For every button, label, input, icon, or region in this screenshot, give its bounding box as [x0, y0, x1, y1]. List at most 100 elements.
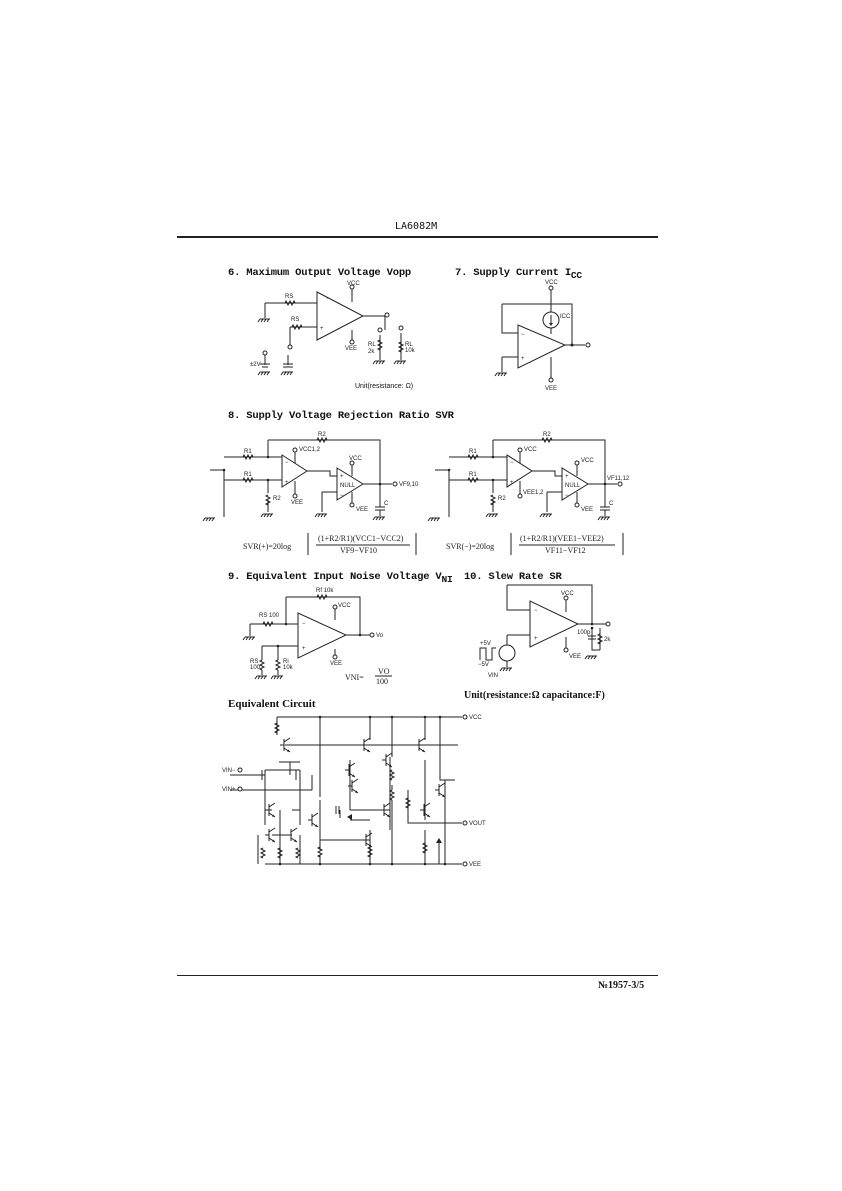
section-7-title-sub: CC — [570, 270, 582, 282]
label-vcc: VCC — [581, 458, 594, 464]
label-null: NULL — [565, 483, 581, 489]
plus-sign: + — [565, 474, 569, 480]
formula-svr-plus: SVR(+)=20log (1+R2/R1)(VCC1−VCC2) VF9−VF… — [243, 533, 417, 555]
circuit-noise: − + Rf 10k RS 100 RS 100 Ri 10k VCC VEE V… — [242, 588, 392, 686]
label-c: C — [384, 501, 389, 507]
label-capacitor: 100p — [577, 630, 591, 636]
footer-rule — [177, 975, 658, 976]
circuit-svr-minus: − + + − R2 R1 R1 R2 VCC VEE1,2 VCC VEE NULL… — [427, 432, 630, 522]
formula-denominator: 100 — [376, 677, 388, 686]
label-c: C — [609, 501, 614, 507]
formula-numerator: (1+R2/R1)(VEE1−VEE2) — [520, 534, 604, 543]
plus-sign: + — [534, 636, 538, 642]
label-vin-plus: VIN+ — [222, 787, 236, 793]
label-vcc: VCC — [349, 456, 362, 462]
label-vee: VEE — [345, 346, 357, 352]
label-r2: R2 — [498, 496, 506, 502]
label-vee: VEE — [545, 386, 557, 392]
label-r2: R2 — [543, 432, 551, 438]
label-r1: R1 — [244, 472, 252, 478]
label-vcc: VCC — [561, 591, 574, 597]
formula-denominator: VF9−VF10 — [340, 546, 377, 555]
label-rl1: RL — [368, 342, 376, 348]
part-number-header: LA6082M — [395, 221, 438, 232]
label-minus5v: −5V — [478, 662, 489, 668]
label-vee12: VEE1,2 — [523, 490, 544, 496]
plus-sign: + — [510, 480, 514, 486]
circuit-slew-rate: − + VCC VEE 100p 2k +5V −5V VIN — [478, 584, 611, 679]
section-7-title-text: 7. Supply Current I — [455, 267, 571, 279]
formula-denominator: VF11−VF12 — [545, 546, 586, 555]
label-ri: Ri — [283, 659, 289, 665]
formula-numerator: (1+R2/R1)(VCC1−VCC2) — [318, 534, 404, 543]
circuit-svr-plus: −++− R2 R1 R1 R2 VCC1,2 VEE VCC VEE NULL… — [202, 432, 419, 522]
section-10-title: 10. Slew Rate SR — [464, 571, 562, 583]
header-rule — [177, 236, 658, 238]
circuit-vopp: − + VCC VEE RS RS RL 2k RL 10k ±2V — [250, 281, 416, 376]
section-9-title-text: 9. Equivalent Input Noise Voltage V — [228, 571, 442, 583]
label-vee: VEE — [356, 507, 368, 513]
section-9-title-sub: NI — [441, 574, 453, 586]
label-vout: VOUT — [469, 821, 486, 827]
label-rl2: RL — [405, 342, 413, 348]
label-rs2: RS — [250, 659, 258, 665]
label-rs2-value: 100 — [250, 665, 261, 671]
plus-sign: + — [521, 356, 525, 362]
minus-sign: − — [510, 460, 514, 466]
label-vcc: VCC — [524, 447, 537, 453]
label-rl2-value: 10k — [405, 348, 416, 354]
formula-lhs: SVR(+)=20log — [243, 542, 291, 551]
label-r1: R1 — [469, 472, 477, 478]
label-vee: VEE — [469, 862, 481, 868]
plus-sign: + — [320, 326, 324, 332]
label-rl1-value: 2k — [368, 349, 375, 355]
plus-sign: + — [302, 646, 306, 652]
label-r1: R1 — [244, 449, 252, 455]
minus-sign: − — [302, 621, 306, 627]
label-vee: VEE — [291, 500, 303, 506]
formula-svr-minus: SVR(−)=20log (1+R2/R1)(VEE1−VEE2) VF11−V… — [446, 533, 624, 555]
section-7-title: 7. Supply Current ICC — [455, 267, 582, 281]
minus-sign: − — [534, 608, 538, 614]
label-plus5v: +5V — [480, 641, 491, 647]
label-vee: VEE — [330, 661, 342, 667]
label-rs1: RS — [285, 294, 293, 300]
minus-sign: − — [285, 460, 289, 466]
label-icc: ICC — [560, 314, 571, 320]
label-r2: R2 — [318, 432, 326, 438]
circuit-icc: −+ VCC VEE ICC — [494, 280, 591, 392]
formula-numerator: VO — [378, 667, 390, 676]
minus-sign: − — [326, 296, 330, 302]
section-6-title: 6. Maximum Output Voltage Vopp — [228, 267, 412, 279]
section-9-title: 9. Equivalent Input Noise Voltage VNI — [228, 571, 453, 585]
label-resistor: 2k — [604, 637, 611, 643]
label-vcc: VCC — [347, 281, 360, 287]
label-vo: Vo — [376, 633, 384, 639]
label-output: VF9,10 — [399, 482, 419, 488]
plus-sign: + — [340, 474, 344, 480]
label-vin: VIN — [488, 673, 498, 679]
minus-sign: − — [565, 493, 569, 499]
plus-sign: + — [285, 480, 289, 486]
label-rf: Rf 10k — [316, 588, 334, 594]
label-r2: R2 — [273, 496, 281, 502]
label-rs2: RS — [291, 317, 299, 323]
label-null: NULL — [340, 483, 356, 489]
label-vcc12: VCC1,2 — [299, 447, 321, 453]
label-ri-value: 10k — [283, 665, 294, 671]
label-rs: RS 100 — [259, 613, 280, 619]
label-vcc: VCC — [469, 715, 482, 721]
section-10-unit: Unit(resistance:Ω capacitance:F) — [464, 690, 605, 701]
document-number: №1957-3/5 — [598, 980, 645, 991]
label-vee: VEE — [581, 507, 593, 513]
label-r1: R1 — [469, 449, 477, 455]
label-vee: VEE — [569, 654, 581, 660]
label-supply: ±2V — [250, 362, 261, 368]
equivalent-circuit-title: Equivalent Circuit — [228, 698, 316, 710]
minus-sign: − — [521, 332, 525, 338]
label-vin-minus: VIN− — [222, 768, 236, 774]
section-6-unit: Unit(resistance: Ω) — [355, 383, 414, 390]
label-vcc: VCC — [338, 603, 351, 609]
